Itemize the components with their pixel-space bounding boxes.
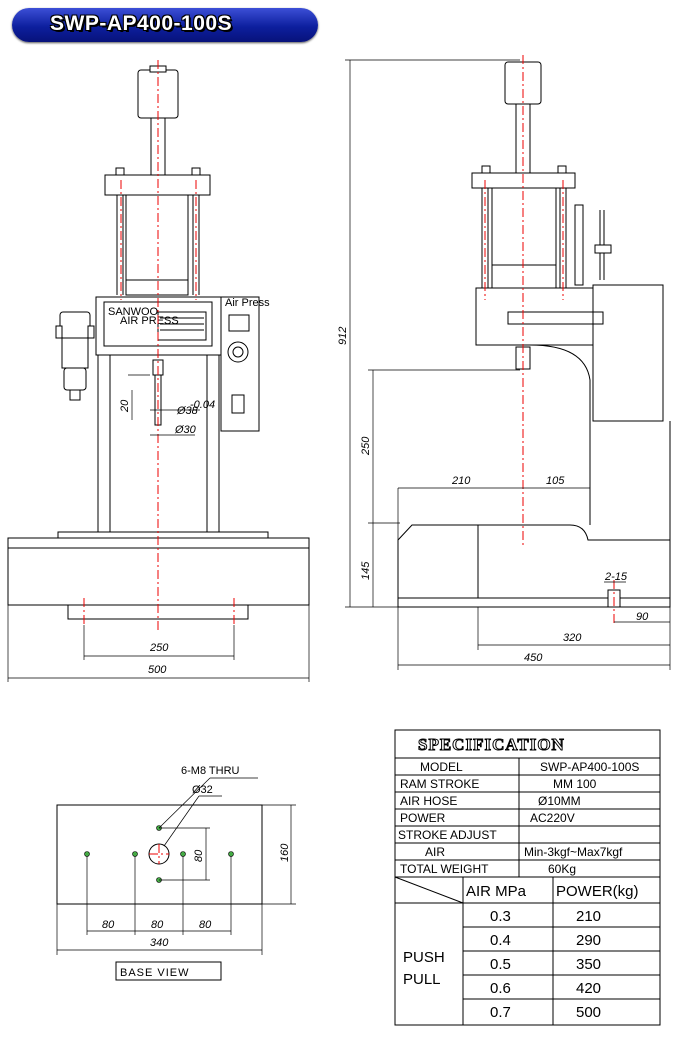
kg-value: 350 <box>576 956 601 973</box>
base-height-dim: 160 <box>279 843 291 862</box>
base-pitch2-dim: 80 <box>151 919 164 931</box>
depth-total-dim: 450 <box>524 652 543 664</box>
base-height-dim: 145 <box>360 561 372 580</box>
spec-label: AIR HOSE <box>400 794 457 808</box>
spec-header: SPECIFICATION <box>418 735 565 754</box>
kg-value: 500 <box>576 1004 601 1021</box>
spec-row-air-hose: AIR HOSE Ø10MM <box>400 794 581 808</box>
spec-label: RAM STROKE <box>400 777 479 791</box>
spec-value: Ø10MM <box>538 794 581 808</box>
spec-value: Min-3kgf~Max7kgf <box>524 845 623 859</box>
holes-callout: 6-M8 THRU <box>181 765 240 777</box>
edge-dim: 90 <box>636 611 649 623</box>
dia-small-tolerance: -0.04 <box>190 399 215 411</box>
base-plate-outline <box>56 804 263 905</box>
width-total-dim: 500 <box>148 664 167 676</box>
dia-small-dim: Ø38 <box>176 405 199 417</box>
throat-right-dim: 105 <box>546 475 565 487</box>
mpa-value: 0.5 <box>490 956 511 973</box>
spec-row-air: AIR Min-3kgf~Max7kgf <box>425 845 623 859</box>
kg-value: 290 <box>576 932 601 949</box>
pressure-row: 0.6 420 <box>490 980 601 997</box>
spec-row-total-weight: TOTAL WEIGHT 60Kg <box>400 862 576 876</box>
bore-callout: Ø32 <box>192 784 213 796</box>
throat-left-dim: 210 <box>451 475 471 487</box>
spec-value: SWP-AP400-100S <box>540 760 639 774</box>
spec-label: MODEL <box>420 760 463 774</box>
spec-label: TOTAL WEIGHT <box>400 862 489 876</box>
slot-dim: 2-15 <box>604 571 628 583</box>
pressure-row: 0.7 500 <box>490 1004 601 1021</box>
pressure-row: 0.5 350 <box>490 956 601 973</box>
height-total-dim: 912 <box>337 327 349 345</box>
dia-outer-dim: Ø30 <box>174 424 197 436</box>
side-view: 912 250 145 210 105 2-15 90 320 450 <box>337 55 671 670</box>
base-vertical-dim: 80 <box>193 849 205 862</box>
open-height-dim: 250 <box>360 436 372 456</box>
mpa-value: 0.7 <box>490 1004 511 1021</box>
stroke-dim: 20 <box>119 399 131 413</box>
mpa-value: 0.3 <box>490 908 511 925</box>
base-pitch1-dim: 80 <box>102 919 115 931</box>
spec-label: STROKE ADJUST <box>398 828 497 842</box>
mpa-value: 0.4 <box>490 932 511 949</box>
base-view-label: BASE VIEW <box>120 967 190 979</box>
panel-label: AIR PRESS <box>120 315 179 327</box>
depth-inner-dim: 320 <box>563 632 582 644</box>
title-banner: SWP-AP400-100S <box>12 8 318 42</box>
spec-row-power: POWER AC220V <box>400 811 575 825</box>
kg-value: 420 <box>576 980 601 997</box>
col-power-kg: POWER(kg) <box>556 883 639 900</box>
spec-table: SPECIFICATION MODEL SWP-AP400-100S RAM S… <box>394 729 661 1026</box>
pressure-row: 0.4 290 <box>490 932 601 949</box>
base-width-dim: 340 <box>150 937 169 949</box>
base-inner-dim: 250 <box>149 642 169 654</box>
spec-value: AC220V <box>530 811 575 825</box>
spec-row-stroke-adjust: STROKE ADJUST <box>398 828 497 842</box>
timer-dial-icon <box>227 341 249 363</box>
model-title: SWP-AP400-100S <box>50 12 233 35</box>
col-air-mpa: AIR MPa <box>466 883 527 900</box>
spec-label: POWER <box>400 811 446 825</box>
spec-label: AIR <box>425 845 445 859</box>
base-view: 80 160 80 80 80 340 6-M8 THRU Ø32 BASE V… <box>56 765 296 981</box>
pull-label: PULL <box>403 971 441 988</box>
base-pitch3-dim: 80 <box>199 919 212 931</box>
push-label: PUSH <box>403 949 445 966</box>
spec-value: 60Kg <box>548 862 576 876</box>
panel-brand: SANWOO <box>108 306 159 318</box>
front-view: SANWOO AIR PRESS Air Press 20 Ø38 -0.04 … <box>7 60 310 682</box>
spec-row-ram-stroke: RAM STROKE MM 100 <box>400 777 597 791</box>
kg-value: 210 <box>576 908 601 925</box>
spec-row-model: MODEL SWP-AP400-100S <box>420 760 639 774</box>
mpa-value: 0.6 <box>490 980 511 997</box>
spec-value: MM 100 <box>553 777 597 791</box>
right-panel-header: Air Press <box>225 297 270 309</box>
pressure-row: 0.3 210 <box>490 908 601 925</box>
